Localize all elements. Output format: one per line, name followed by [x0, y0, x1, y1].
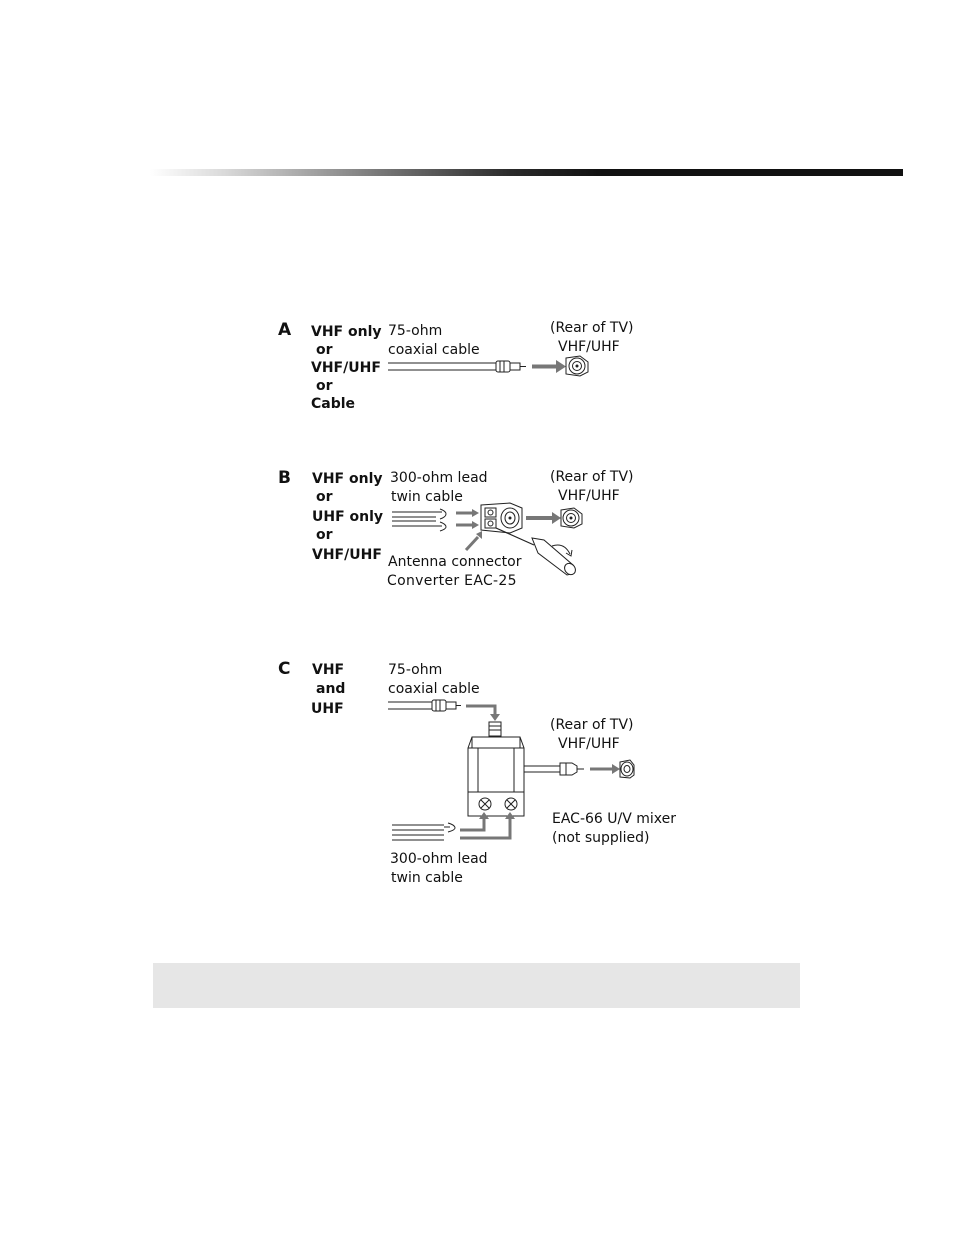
section-b-twin-arrows [456, 509, 479, 529]
section-c-arrow [590, 764, 620, 774]
section-c-coax-arrow [466, 706, 500, 721]
section-b-tv-jack [561, 508, 582, 528]
section-c-tv-jack [620, 760, 634, 778]
section-a-tv-jack [566, 356, 588, 376]
converter-eac25 [481, 503, 522, 533]
note-box [153, 963, 800, 1008]
section-a-coax-cable [388, 363, 496, 370]
section-a-arrow [532, 360, 566, 373]
screwdriver-icon [496, 528, 578, 577]
section-c-twin-cable [392, 823, 455, 840]
mixer-eac66 [468, 722, 524, 816]
section-c-coax-cable [388, 700, 461, 711]
section-b-twin-cable [392, 509, 446, 531]
mixer-output-cable [524, 763, 584, 775]
section-a-coax-plug [496, 361, 526, 372]
section-b-arrow [526, 512, 561, 524]
antenna-connector-pointer [466, 531, 482, 550]
